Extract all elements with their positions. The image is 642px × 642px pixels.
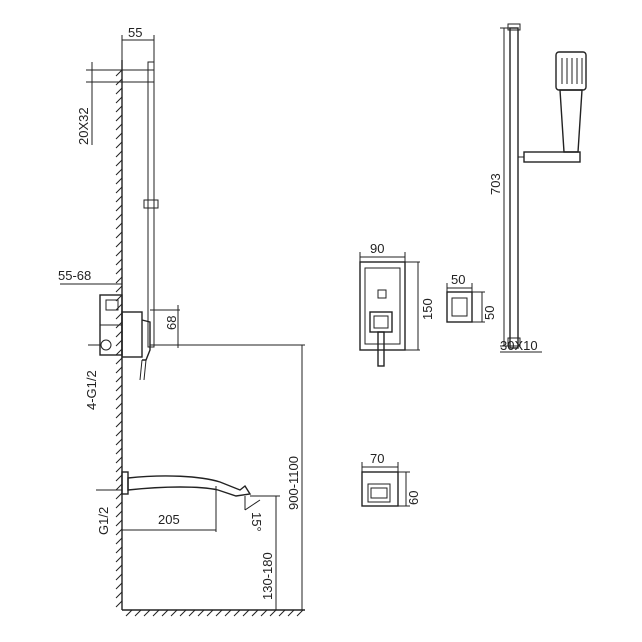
dim-plate-height: 150 (420, 298, 435, 320)
dim-connection: 4-G1/2 (84, 370, 99, 410)
rail-slider (143, 199, 159, 209)
dim-rail-length: 703 (488, 173, 503, 195)
valve-plate (359, 261, 406, 351)
dim-outlet-width: 50 (451, 272, 465, 287)
dim-spout-height: 130-180 (260, 552, 275, 600)
spout-front-view: 70 60 (361, 451, 421, 507)
valve-plate-inner (364, 267, 401, 345)
dim-spout-thread: G1/2 (96, 507, 111, 535)
dim-spout-plate-width: 70 (370, 451, 384, 466)
dim-valve-height: 900-1100 (286, 456, 301, 510)
rail-bar (509, 27, 519, 349)
valve-connection-icon (100, 339, 112, 351)
side-view: 55 20X32 55-68 68 4-G1/2 900-1100 (58, 25, 305, 617)
spout-body (127, 475, 252, 497)
wall-hatch (115, 69, 123, 608)
shower-holder (523, 151, 581, 163)
outlet-front-view: 50 50 (446, 272, 497, 323)
valve-front-view: 90 150 (359, 241, 435, 367)
rail-side (147, 61, 155, 348)
valve-trim-plate (121, 311, 143, 358)
dim-rail-section: 30X10 (500, 338, 538, 353)
dim-handle-offset: 68 (164, 316, 179, 330)
dim-plate-width: 90 (370, 241, 384, 256)
floor-hatch (125, 609, 304, 617)
dim-spout-length: 205 (158, 512, 180, 527)
valve-lever-stem (377, 331, 385, 367)
spout-plate (361, 471, 399, 507)
valve-lever (369, 311, 393, 333)
dim-spout-angle: 15° (249, 512, 264, 532)
rail-bracket-top (121, 69, 155, 83)
dim-spout-plate-height: 60 (406, 491, 421, 505)
spout-base (121, 471, 129, 495)
hand-shower-handle (559, 89, 583, 153)
outlet-plate (446, 291, 473, 323)
dim-outlet-height: 50 (482, 306, 497, 320)
dim-valve-depth: 55-68 (58, 268, 91, 283)
dim-bracket: 20X32 (76, 107, 91, 145)
valve-handle (141, 319, 151, 361)
rail-cap-top (507, 23, 521, 31)
dim-wall-depth: 55 (128, 25, 142, 40)
rail-front-view: 703 30X10 (488, 23, 587, 353)
hand-shower-nozzles (561, 58, 583, 84)
rail-cap-bottom (507, 337, 521, 347)
